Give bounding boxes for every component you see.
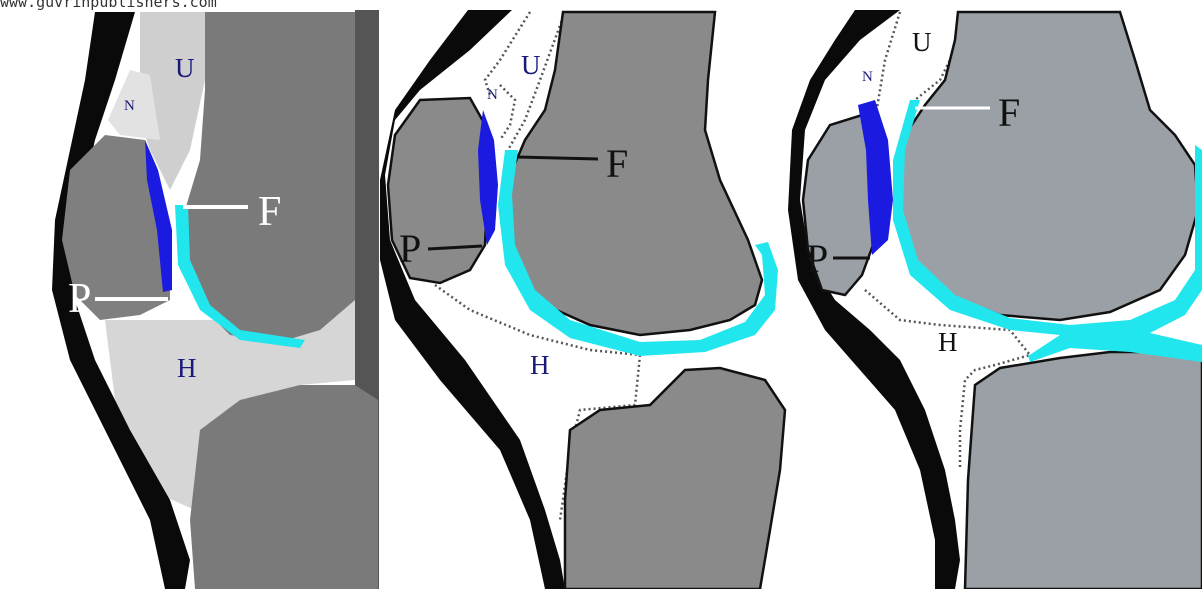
panel-3-label-h: H xyxy=(938,327,958,357)
panel-2-f-leader xyxy=(517,157,598,159)
panel-1: U N F P H xyxy=(52,10,379,589)
panel-1-label-p: P xyxy=(68,276,91,322)
panel-3-label-u: U xyxy=(912,27,932,57)
panel-2-label-u: U xyxy=(521,50,541,80)
panel-1-label-h: H xyxy=(177,353,197,383)
watermark-text: www.guvrinpublishers.com xyxy=(0,0,217,11)
panel-2-label-n: N xyxy=(487,87,498,103)
panel-3-femur xyxy=(898,12,1198,320)
panel-1-label-f: F xyxy=(258,189,281,235)
panel-1-label-n: N xyxy=(124,98,135,114)
panel-3: U N F P H xyxy=(788,10,1202,589)
panel-2-tibia xyxy=(565,368,785,589)
panel-2-femur xyxy=(506,12,762,335)
panel-3-label-n: N xyxy=(862,69,873,85)
panel-3-label-f: F xyxy=(998,90,1020,135)
panel-2-label-h: H xyxy=(530,350,550,380)
panel-2-label-p: P xyxy=(399,226,421,271)
panel-1-femur xyxy=(180,12,355,342)
panel-2: U N F P H xyxy=(380,10,785,589)
panel-2-label-f: F xyxy=(606,141,628,186)
panel-1-label-u: U xyxy=(175,53,195,83)
panel-3-tibia xyxy=(965,352,1202,589)
panel-3-label-p: P xyxy=(806,236,828,281)
